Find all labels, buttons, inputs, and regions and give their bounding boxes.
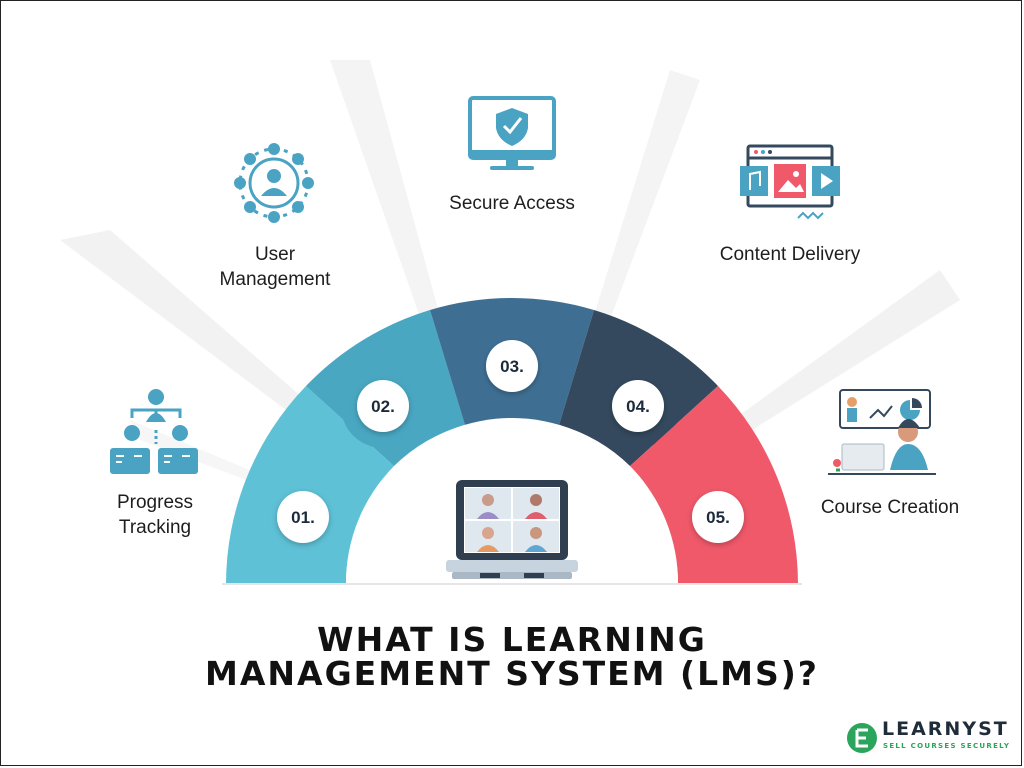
label-content-delivery: Content Delivery (719, 244, 861, 265)
badge-03: 03. (486, 340, 538, 392)
course-creation-icon (828, 389, 936, 475)
brand-tagline: SELL COURSES SECURELY (883, 742, 1011, 750)
badge-01: 01. (277, 491, 329, 543)
label-course-creation: Course Creation (820, 497, 960, 518)
badge-02-number: 02. (371, 397, 395, 416)
label-progress-tracking: Progress Tracking (116, 492, 194, 538)
page-title-line-2: MANAGEMENT SYSTEM (LMS)? (205, 654, 819, 693)
label-user-management: User Management (219, 244, 331, 290)
progress-tracking-icon (110, 389, 198, 474)
badge-04-number: 04. (626, 397, 650, 416)
brand-logo-mark (847, 723, 877, 753)
badge-05: 05. (692, 491, 744, 543)
label-secure-access: Secure Access (449, 193, 575, 214)
brand-logo: LEARNYST SELL COURSES SECURELY (846, 718, 1011, 760)
video-conference-laptop-icon (446, 480, 578, 579)
page-title-line-1: WHAT IS LEARNING (317, 620, 707, 659)
badge-02: 02. (357, 380, 409, 432)
badge-04: 04. (612, 380, 664, 432)
user-network-icon (234, 143, 314, 223)
secure-monitor-icon (468, 96, 556, 170)
segment-01 (226, 386, 394, 584)
media-browser-icon (740, 144, 840, 220)
badge-05-number: 05. (706, 508, 730, 527)
brand-name: LEARNYST (882, 718, 1009, 740)
badge-03-number: 03. (500, 357, 524, 376)
badge-01-number: 01. (291, 508, 315, 527)
